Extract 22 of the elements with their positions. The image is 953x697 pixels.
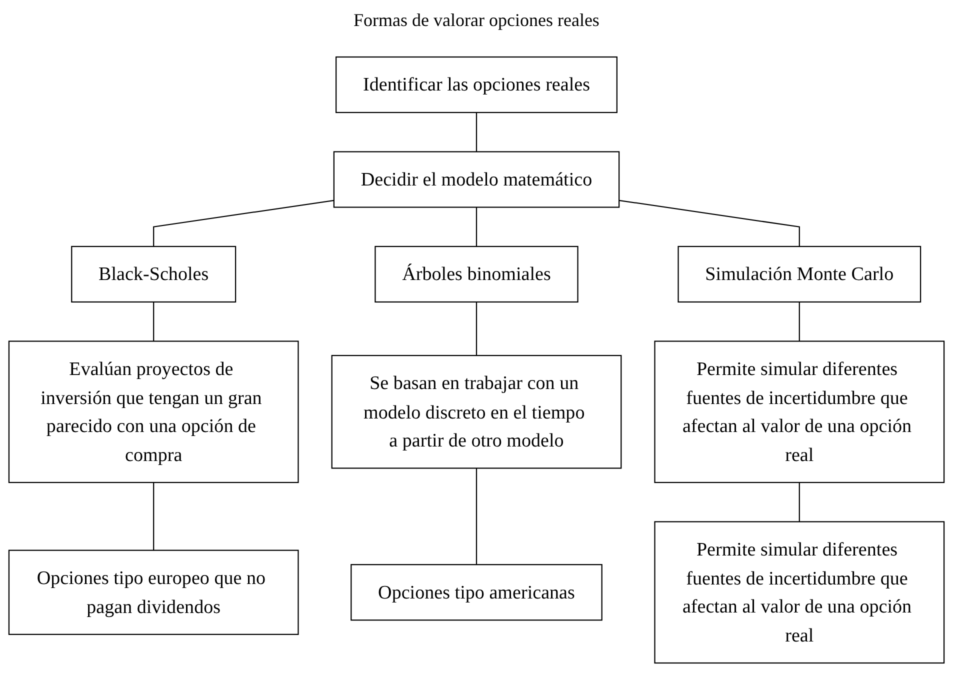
connector: [476, 112, 478, 152]
node-box: Opciones tipo americanas: [350, 564, 602, 621]
node-box: Permite simular diferentes fuentes de incertidumbre que afectan al valor de una opción real: [654, 340, 945, 484]
node-box: Identificar las opciones reales: [336, 56, 618, 114]
diagram-title: Formas de valorar opciones reales: [352, 10, 600, 31]
connector: [153, 482, 154, 550]
node-box: Árboles binomiales: [374, 246, 578, 303]
connector: [798, 482, 800, 522]
connector: [618, 200, 800, 246]
node-box: Evalúan proyectos de inversión que tengan un gran parecido con una opción de compra: [8, 340, 299, 484]
connector: [153, 302, 154, 342]
node-box: Decidir el modelo matemático: [333, 151, 620, 208]
connector: [153, 200, 334, 246]
node-box: Simulación Monte Carlo: [678, 246, 922, 303]
connector: [476, 468, 478, 565]
connector: [476, 302, 478, 356]
node-box: Se basan en trabajar con un modelo discreto en el tiempo a partir de otro modelo: [331, 354, 622, 469]
connector: [798, 302, 800, 342]
connector: [476, 207, 478, 246]
node-box: Opciones tipo europeo que no pagan dividendos: [8, 550, 299, 635]
node-box: Black-Scholes: [71, 246, 236, 303]
node-box: Permite simular diferentes fuentes de incertidumbre que afectan al valor de una opción real: [654, 521, 945, 664]
